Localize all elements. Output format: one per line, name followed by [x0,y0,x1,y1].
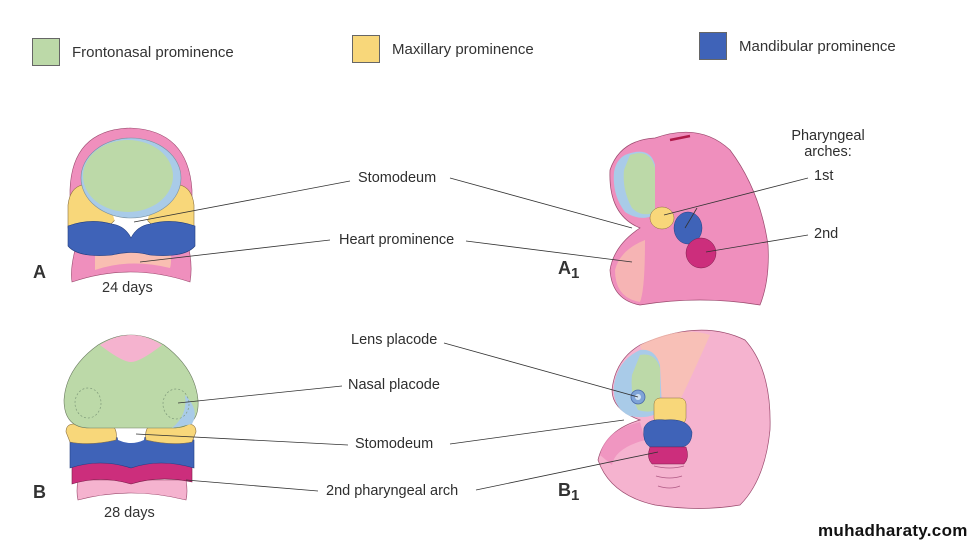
legend-swatch-frontonasal [32,38,60,66]
leader-heart-right [465,240,633,263]
b-nasal-placode-left [74,387,102,419]
leader-nasal [177,385,343,404]
b-neck [76,479,188,501]
label-pharyngeal-line2: arches: [804,144,852,160]
b1-second-arch [648,446,688,465]
legend-swatch-mandibular [699,32,727,60]
leader-2nd [705,234,809,253]
panel-letter-a1-main: A [558,258,571,278]
leader-1st-branch [684,207,698,229]
a1-maxillary [649,206,675,230]
leader-stomodeum-a-left [133,180,351,223]
legend-label-mandibular: Mandibular prominence [739,37,896,55]
legend-frontonasal: Frontonasal prominence [32,38,234,66]
b-maxillary-right [145,423,197,444]
label-lens-placode: Lens placode [351,332,438,348]
age-b: 28 days [104,505,155,521]
panel-letter-a1: A1 [558,258,579,282]
leader-lens [443,342,639,398]
a-maxillary [67,184,121,229]
leader-stomodeum-a-right [449,177,633,229]
legend-label-frontonasal: Frontonasal prominence [72,43,234,61]
label-pharyngeal-arches: Pharyngeal arches: [790,128,866,160]
age-a: 24 days [102,280,153,296]
a1-first-arch [673,211,703,245]
embryo-a-frontal [67,127,196,283]
label-2nd-pharyngeal-arch: 2nd pharyngeal arch [326,483,459,499]
label-1st-arch: 1st [814,168,834,184]
a1-second-arch [685,237,717,269]
embryo-a1-lateral [609,131,769,306]
b1-mandibular [643,419,693,448]
panel-letter-b1: B1 [558,480,579,504]
leader-lines [133,177,809,492]
panel-letter-b: B [33,482,46,502]
legend-maxillary: Maxillary prominence [352,35,534,63]
label-pharyngeal-line1: Pharyngeal [791,128,865,144]
b-nasal-placode-right [162,388,190,420]
label-2nd-arch: 2nd [814,226,839,242]
legend-mandibular: Mandibular prominence [699,32,896,60]
legend-swatch-maxillary [352,35,380,63]
watermark: muhadharaty.com [818,521,968,540]
b-maxillary-left [65,423,117,444]
leader-2nd-arch-left [185,479,319,492]
legend-label-maxillary: Maxillary prominence [392,40,534,58]
label-stomodeum-b: Stomodeum [355,436,434,452]
leader-heart-left [139,239,331,263]
label-nasal-placode: Nasal placode [348,377,440,393]
panel-letter-a1-sub: 1 [571,265,580,282]
a-mandibular [67,221,196,256]
panel-letter-b1-main: B [558,480,571,500]
label-stomodeum-a: Stomodeum [358,170,437,186]
embryo-b1-lateral [597,329,771,509]
label-heart-prominence: Heart prominence [339,232,455,248]
panel-letter-b1-sub: 1 [571,487,580,504]
leader-1st [663,177,809,216]
leader-stomodeum-b-left [135,433,349,446]
embryo-b-frontal [63,334,199,501]
panel-letter-a: A [33,262,46,282]
leader-stomodeum-b-right [449,419,625,445]
leader-2nd-arch-right [475,451,659,491]
